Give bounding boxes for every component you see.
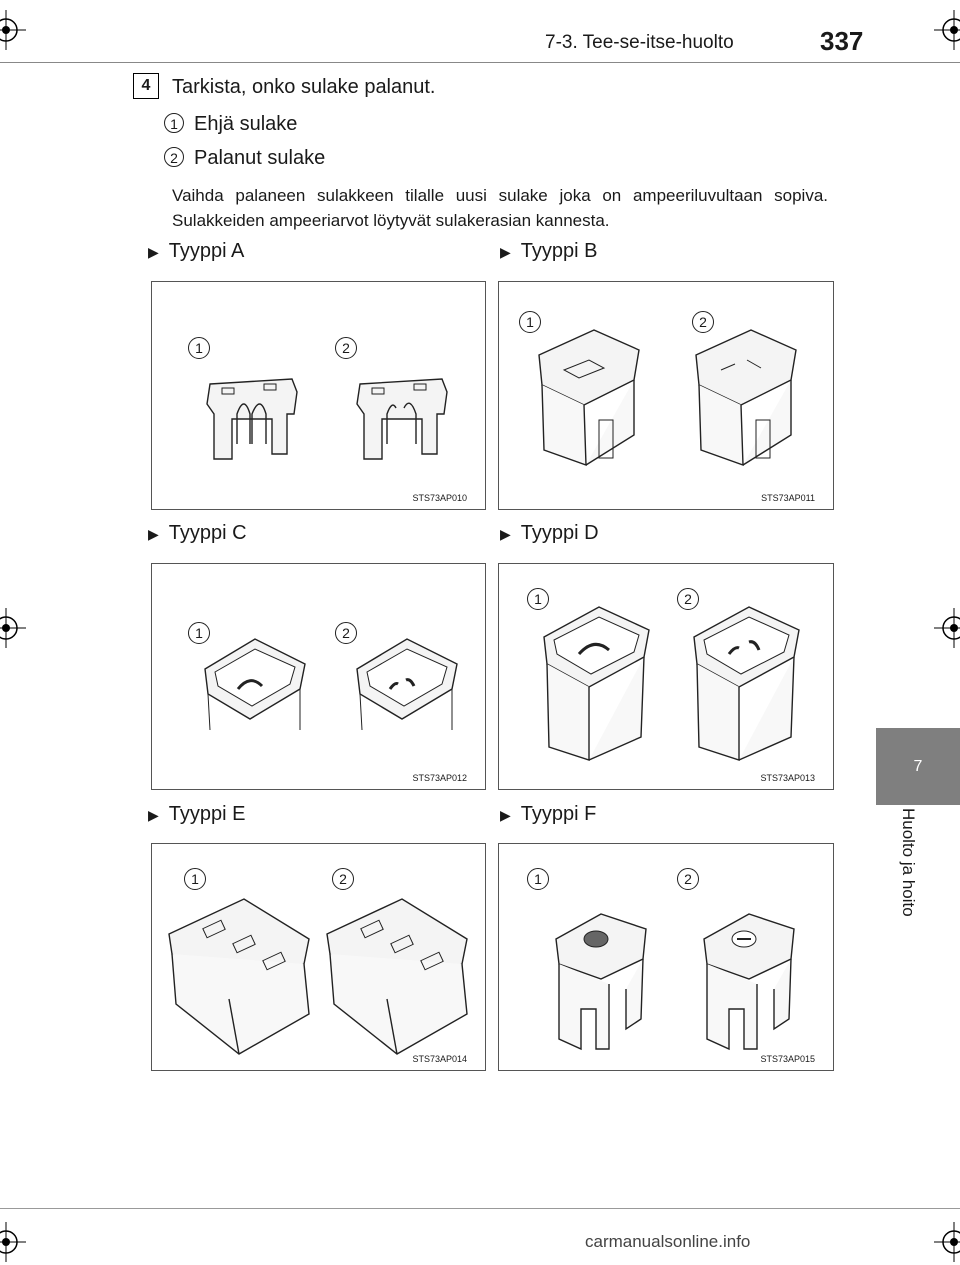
intact-fuse-illustration <box>538 329 640 467</box>
blown-marker: 2 <box>335 622 357 644</box>
intact-fuse-illustration <box>555 913 647 1051</box>
intact-marker: 1 <box>184 868 206 890</box>
item-marker: 2 <box>164 147 184 167</box>
triangle-right-icon: ▶ <box>148 807 159 823</box>
blown-fuse-illustration <box>356 638 458 731</box>
type-label-d: ▶Tyyppi D <box>500 522 599 544</box>
triangle-right-icon: ▶ <box>500 526 511 542</box>
intact-fuse-illustration <box>543 606 650 761</box>
replacement-note: Vaihda palaneen sulakkeen tilalle uusi s… <box>172 186 828 230</box>
fuse-diagram-f: 1 2 STS73AP015 <box>498 843 834 1071</box>
type-label-e: ▶Tyyppi E <box>148 803 246 825</box>
type-label-b: ▶Tyyppi B <box>500 240 598 262</box>
intact-marker: 1 <box>188 622 210 644</box>
chapter-tab: 7 <box>876 728 960 805</box>
step-number: 4 <box>133 73 159 99</box>
intact-fuse-illustration <box>206 378 298 460</box>
blown-marker: 2 <box>677 868 699 890</box>
intact-marker: 1 <box>519 311 541 333</box>
blown-marker: 2 <box>677 588 699 610</box>
intact-marker: 1 <box>527 868 549 890</box>
intact-fuse-illustration <box>168 898 310 1055</box>
item-marker: 1 <box>164 113 184 133</box>
blown-fuse-illustration <box>695 329 797 467</box>
fuse-diagram-c: 1 2 STS73AP012 <box>151 563 486 790</box>
crosshair-icon <box>0 1222 26 1262</box>
figure-code: STS73AP010 <box>412 493 467 503</box>
crosshair-icon <box>934 1222 960 1262</box>
figure-code: STS73AP013 <box>760 773 815 783</box>
item-label: Palanut sulake <box>194 147 326 169</box>
crosshair-icon <box>934 10 960 50</box>
section-title: 7-3. Tee-se-itse-huolto <box>545 32 734 53</box>
intact-marker: 1 <box>188 337 210 359</box>
fuse-diagram-e: 1 2 STS73AP014 <box>151 843 486 1071</box>
figure-code: STS73AP014 <box>412 1054 467 1064</box>
page-number: 337 <box>820 26 864 56</box>
blown-fuse-illustration <box>356 378 448 460</box>
type-label-c: ▶Tyyppi C <box>148 522 247 544</box>
triangle-right-icon: ▶ <box>148 244 159 260</box>
figure-code: STS73AP012 <box>412 773 467 783</box>
crosshair-icon <box>934 608 960 648</box>
blown-fuse-illustration <box>326 898 468 1055</box>
step-instruction: Tarkista, onko sulake palanut. <box>172 76 436 98</box>
footer-divider <box>0 1208 960 1209</box>
watermark: carmanualsonline.info <box>585 1232 751 1251</box>
fuse-diagram-a: 1 2 STS73AP010 <box>151 281 486 510</box>
blown-fuse-illustration <box>693 606 800 761</box>
triangle-right-icon: ▶ <box>500 244 511 260</box>
figure-code: STS73AP011 <box>761 493 815 503</box>
type-label-a: ▶Tyyppi A <box>148 240 245 262</box>
type-label-f: ▶Tyyppi F <box>500 803 597 825</box>
intact-fuse-illustration <box>204 638 306 731</box>
blown-marker: 2 <box>335 337 357 359</box>
triangle-right-icon: ▶ <box>148 526 159 542</box>
fuse-diagram-b: 1 2 STS73AP011 <box>498 281 834 510</box>
blown-fuse-illustration <box>703 913 795 1051</box>
item-label: Ehjä sulake <box>194 113 298 135</box>
chapter-title: Huolto ja hoito <box>899 808 918 917</box>
intact-marker: 1 <box>527 588 549 610</box>
figure-code: STS73AP015 <box>760 1054 815 1064</box>
fuse-diagram-d: 1 2 STS73AP013 <box>498 563 834 790</box>
blown-marker: 2 <box>332 868 354 890</box>
triangle-right-icon: ▶ <box>500 807 511 823</box>
header-divider <box>0 62 960 63</box>
crosshair-icon <box>0 10 26 50</box>
blown-marker: 2 <box>692 311 714 333</box>
crosshair-icon <box>0 608 26 648</box>
